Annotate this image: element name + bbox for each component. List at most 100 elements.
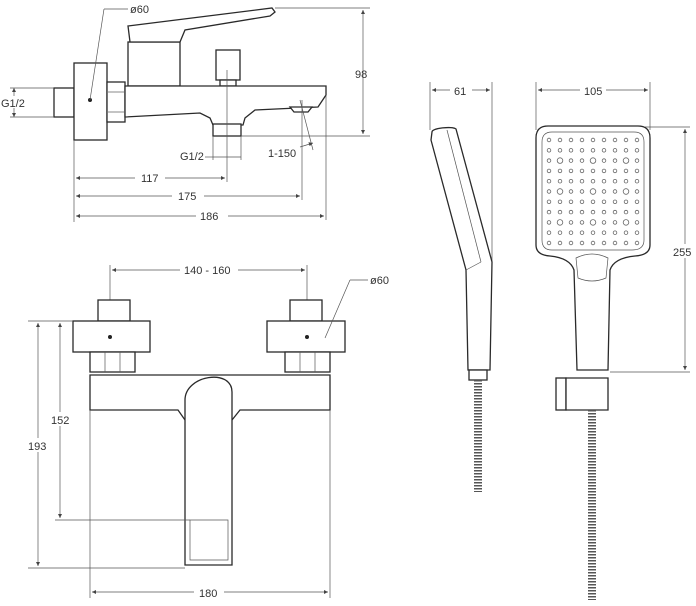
dim-117: 117 [141,173,159,185]
nozzle [568,148,574,153]
outlet-thread-label: G1/2 [180,151,204,163]
mixer-side-view: 98 117 175 186 G1/2 G1/2 1-150 ø60 [0,4,370,223]
width-label: 180 [199,588,217,600]
nozzle [579,148,585,153]
nozzle [546,168,552,174]
nozzle [546,220,552,225]
nozzle [579,137,585,143]
nozzle [634,199,640,204]
nozzle [612,230,618,235]
mixer-front-view: 140 - 160 152 193 180 ø60 [26,262,389,600]
nozzle [590,240,596,246]
nozzle [579,178,585,184]
nozzle [623,168,629,174]
nozzle [623,199,629,204]
nozzle [634,158,640,163]
front-diameter-label: ø60 [370,275,389,287]
nozzle [557,148,563,153]
nozzle [568,158,574,163]
nozzle [556,219,564,226]
nozzle [601,189,607,194]
dim-152: 152 [51,415,69,427]
nozzle [557,168,563,174]
depth-label: 61 [454,86,466,98]
nozzle [634,168,640,174]
nozzle [622,219,630,226]
nozzle [579,158,585,163]
nozzle [557,240,563,246]
nozzle [557,178,563,184]
nozzle [623,178,629,184]
nozzle [634,220,640,225]
nozzle [568,137,574,143]
nozzle [568,189,574,194]
nozzle [601,148,607,153]
nozzle [590,137,596,143]
nozzle [568,230,574,235]
spray-nozzles [546,137,640,246]
nozzle [601,240,607,246]
nozzle [546,199,552,204]
dim-193: 193 [28,441,46,453]
nozzle [546,230,552,235]
nozzle [590,148,596,153]
head-width-label: 105 [584,86,602,98]
nozzle [546,240,552,246]
diameter-label: ø60 [130,4,149,16]
nozzle [557,230,563,235]
nozzle [623,230,629,235]
nozzle [601,178,607,184]
nozzle [568,178,574,184]
nozzle [601,230,607,235]
hand-shower-front-view: 105 255 [535,82,696,600]
nozzle [623,148,629,153]
nozzle [623,137,629,143]
nozzle [612,189,618,194]
nozzle [634,230,640,235]
length-label: 255 [673,247,691,259]
nozzle [579,220,585,225]
nozzle [612,240,618,246]
dim-186: 186 [200,211,218,223]
nozzle [601,220,607,225]
inlet-thread-label: G1/2 [1,98,25,110]
nozzle [568,199,574,204]
nozzle [623,209,629,215]
nozzle [590,199,596,204]
nozzle [546,137,552,143]
nozzle [634,209,640,215]
nozzle [590,230,596,235]
nozzle [556,157,564,164]
nozzle [546,209,552,215]
nozzle [622,188,630,195]
nozzle [579,209,585,215]
nozzle [612,168,618,174]
nozzle [579,230,585,235]
nozzle [623,240,629,246]
nozzle [568,209,574,215]
nozzle [634,137,640,143]
nozzle [579,199,585,204]
nozzle [579,189,585,194]
nozzle [634,148,640,153]
nozzle [601,137,607,143]
nozzle [590,209,596,215]
nozzle [546,158,552,163]
nozzle [568,240,574,246]
nozzle [612,137,618,143]
nozzle [634,178,640,184]
nozzle [579,240,585,246]
nozzle [557,199,563,204]
angle-label: 1-150 [268,148,296,160]
nozzle [634,189,640,194]
centers-label: 140 - 160 [184,265,230,277]
nozzle [589,219,597,226]
nozzle [546,148,552,153]
nozzle [612,220,618,225]
nozzle [612,178,618,184]
nozzle [622,157,630,164]
nozzle [546,189,552,194]
nozzle [557,209,563,215]
nozzle [568,220,574,225]
